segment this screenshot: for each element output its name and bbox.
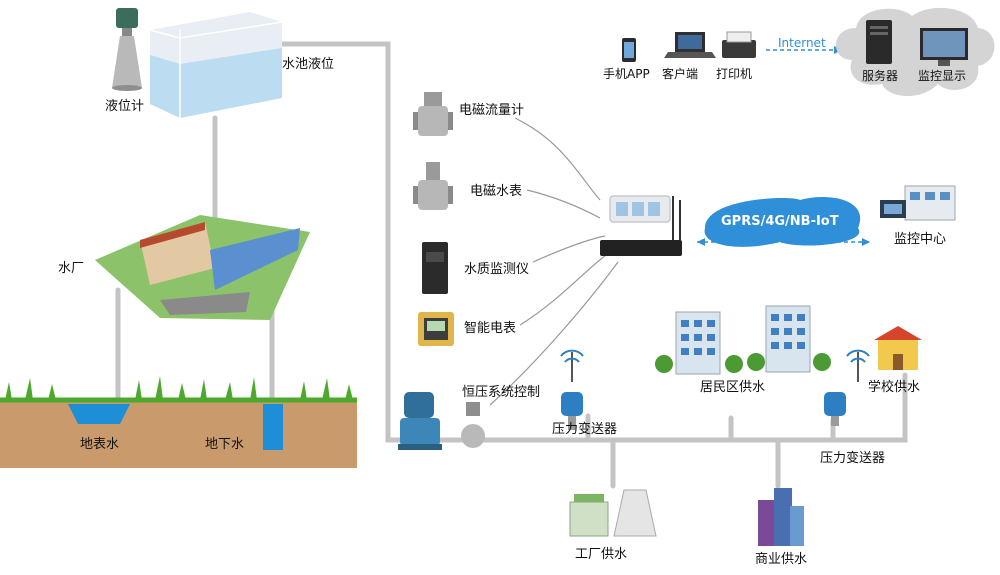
commercial-label: 商业供水	[755, 552, 808, 567]
water-quality-meter-icon	[422, 242, 448, 294]
em-watermeter-icon	[413, 162, 453, 210]
printer-icon	[722, 31, 756, 58]
gprs-link	[697, 197, 870, 247]
server-label: 服务器	[862, 69, 899, 83]
ground	[0, 376, 357, 468]
pool-level-label: 水池液位	[282, 57, 335, 72]
ground-water-label: 地下水	[205, 437, 245, 452]
water-plant-label: 水厂	[58, 261, 85, 276]
smart-meter-icon	[418, 312, 454, 346]
em-flowmeter-icon	[413, 92, 453, 136]
pressure-transmitter-label-1: 压力变送器	[552, 422, 618, 437]
ground-water-well	[263, 404, 283, 450]
rtu-gateway-icon	[600, 195, 682, 256]
surface-water-label: 地表水	[80, 437, 120, 452]
monitor-display-icon	[920, 28, 968, 66]
residential-building-icon-2	[747, 305, 831, 373]
cloud-shape	[835, 7, 995, 97]
printer-label: 打印机	[716, 67, 753, 81]
level-meter-icon	[112, 8, 142, 91]
residential-label: 居民区供水	[700, 380, 766, 395]
mobile-app-label: 手机APP	[603, 67, 650, 81]
smart-meter-label: 智能电表	[464, 321, 517, 336]
monitor-center-icon	[880, 185, 956, 221]
pool-tank-icon	[149, 12, 283, 118]
phone-icon	[622, 38, 636, 62]
factory-icon	[569, 489, 657, 537]
pressure-transmitter-icon-2	[824, 349, 870, 426]
pump-icon	[398, 392, 442, 450]
client-label: 客户端	[662, 67, 699, 81]
water-quality-label: 水质监测仪	[464, 262, 530, 277]
school-label: 学校供水	[868, 380, 921, 395]
monitor-center-label: 监控中心	[894, 232, 947, 247]
pressure-transmitter-label-2: 压力变送器	[820, 451, 886, 466]
residential-building-icon-1	[655, 311, 743, 375]
surface-water-pond	[68, 404, 130, 424]
laptop-icon	[664, 32, 716, 58]
gprs-label: GPRS/4G/NB-IoT	[721, 214, 839, 229]
water-plant-icon	[95, 215, 310, 320]
commercial-building-icon	[758, 488, 804, 546]
level-meter-label: 液位计	[105, 99, 145, 114]
em-flowmeter-label: 电磁流量计	[459, 103, 525, 118]
valve-icon	[461, 402, 485, 448]
pressure-transmitter-icon-1	[560, 349, 584, 430]
signal-lines	[489, 117, 619, 406]
const-pressure-label: 恒压系统控制	[462, 385, 541, 400]
server-icon	[866, 20, 892, 64]
school-building-icon	[874, 326, 922, 370]
factory-label: 工厂供水	[575, 547, 628, 562]
monitor-display-label: 监控显示	[918, 69, 967, 83]
internet-label: Internet	[778, 36, 826, 50]
em-watermeter-label: 电磁水表	[470, 184, 523, 199]
